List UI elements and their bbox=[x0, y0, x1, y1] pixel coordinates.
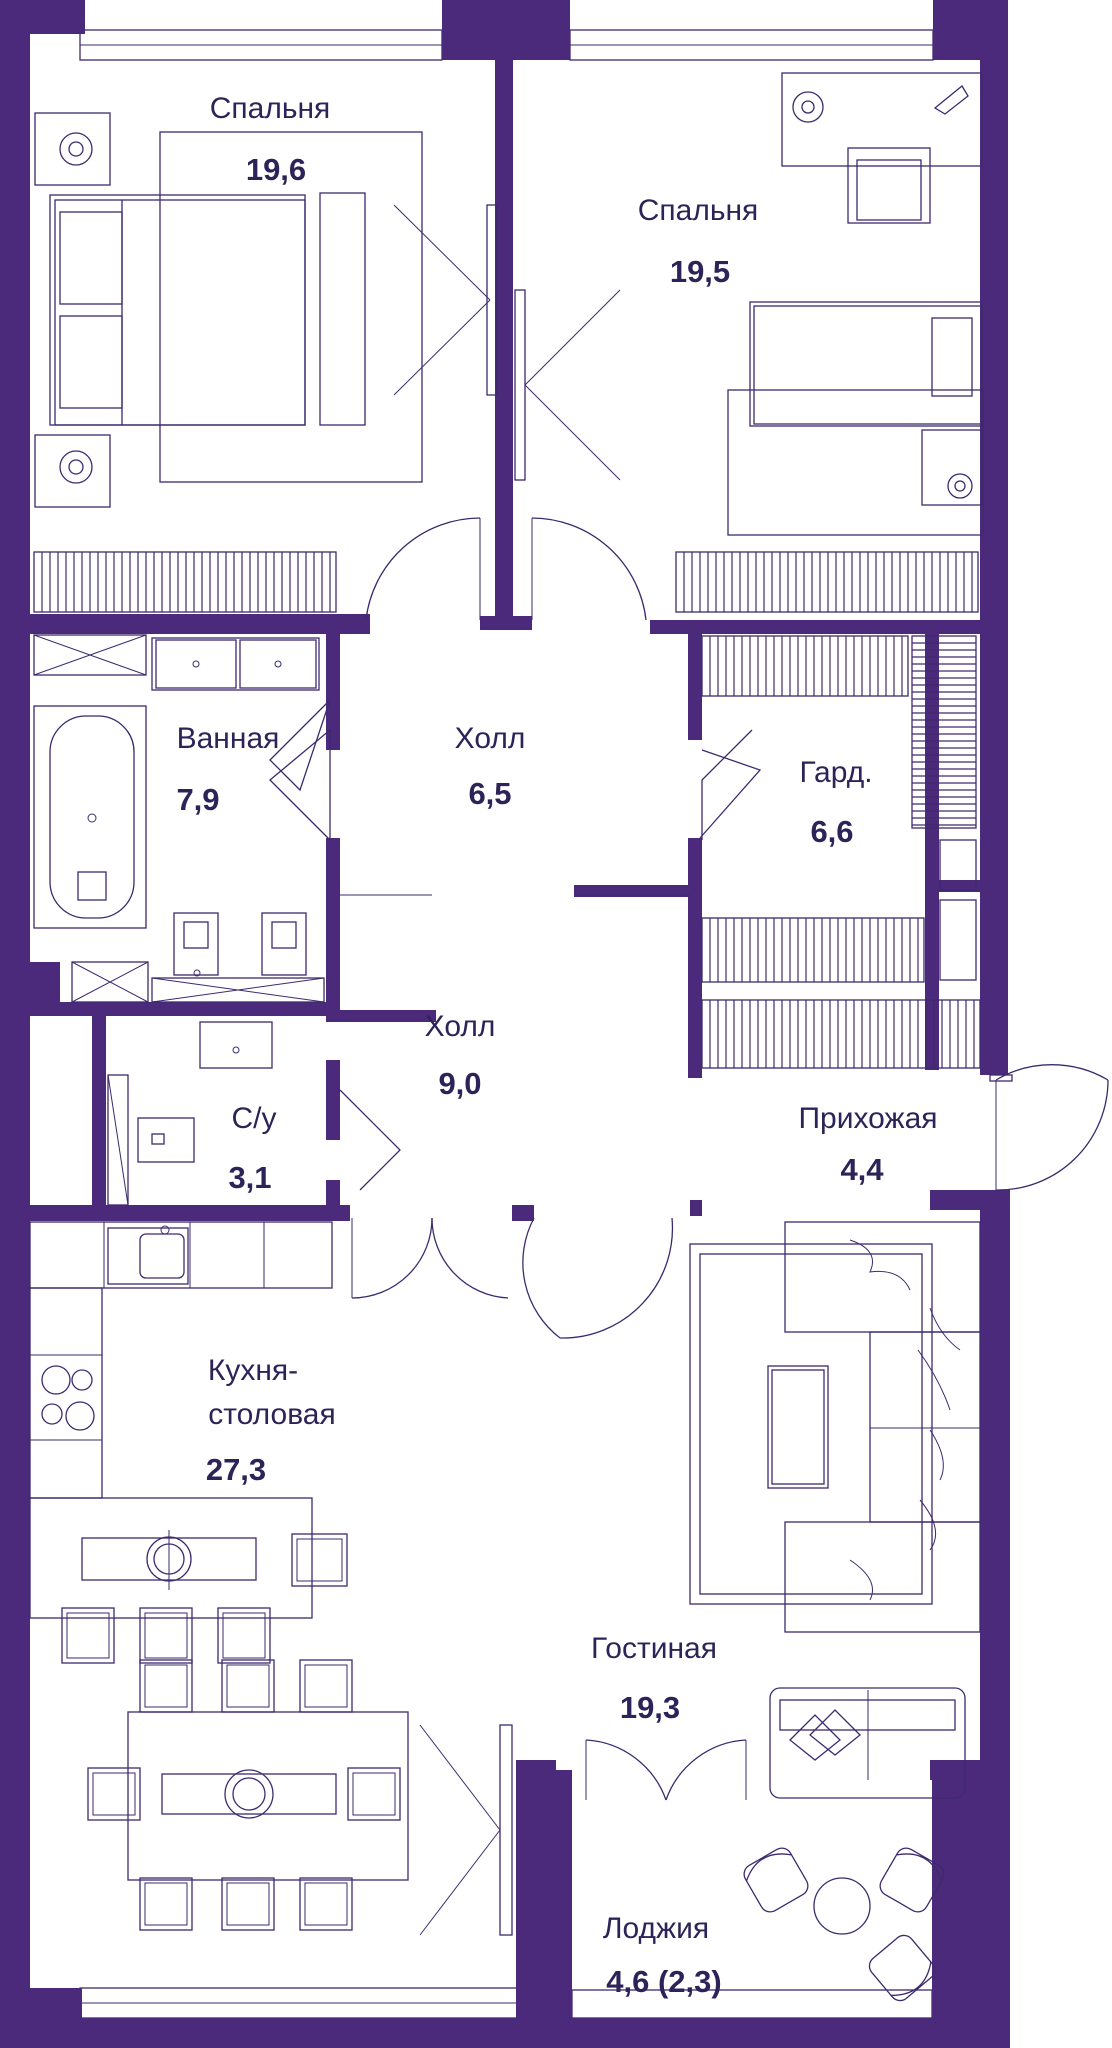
chair-icon bbox=[87, 1767, 141, 1821]
wc-partition bbox=[107, 1074, 129, 1206]
walls bbox=[0, 0, 1010, 2048]
chair-icon bbox=[217, 1607, 271, 1664]
chair-icon bbox=[221, 1877, 275, 1931]
hatch-box bbox=[675, 551, 979, 613]
room-label-bedroom-2: Спальня 19,5 bbox=[638, 194, 759, 289]
desk-icon bbox=[781, 72, 983, 224]
chair-icon bbox=[61, 1533, 401, 1931]
door-swing-icon bbox=[989, 1064, 1109, 1191]
room-area: 4,6 (2,3) bbox=[606, 1964, 721, 1999]
hatch-box bbox=[911, 635, 977, 829]
nightstand-icon bbox=[921, 429, 983, 506]
nightstand-icon bbox=[34, 112, 111, 508]
room-label-entrance: Прихожая 4,4 bbox=[798, 1102, 937, 1187]
door-swing-icon bbox=[393, 204, 621, 481]
room-label-hall-2: Холл 9,0 bbox=[425, 1010, 496, 1101]
door-swing-icon bbox=[419, 1724, 513, 1936]
toilet-icon bbox=[151, 912, 325, 1003]
chair-icon bbox=[139, 1877, 193, 1931]
room-name: Спальня bbox=[638, 194, 759, 227]
chair-icon bbox=[139, 1659, 193, 1713]
room-name: Лоджия bbox=[603, 1912, 709, 1945]
hatch-box bbox=[701, 999, 981, 1069]
room-area: 19,6 bbox=[246, 152, 306, 187]
bathtub-icon bbox=[33, 634, 149, 1003]
room-name: Прихожая bbox=[798, 1102, 937, 1135]
kitchen-sink-icon bbox=[107, 1225, 189, 1285]
chair-icon bbox=[291, 1533, 348, 1587]
sink-icon bbox=[199, 1021, 273, 1069]
sink-icon bbox=[151, 637, 320, 691]
hatch-box bbox=[701, 917, 925, 983]
room-area: 7,9 bbox=[176, 782, 219, 817]
room-label-bathroom: Ванная 7,9 bbox=[176, 722, 279, 817]
room-label-kitchen: Кухня- столовая 27,3 bbox=[206, 1354, 336, 1487]
room-name-line2: столовая bbox=[208, 1398, 336, 1431]
room-area: 19,5 bbox=[670, 254, 730, 289]
room-name: Гард. bbox=[799, 756, 872, 789]
room-name: Спальня bbox=[210, 92, 331, 125]
room-area: 27,3 bbox=[206, 1452, 266, 1487]
tv-table bbox=[767, 1365, 829, 1489]
room-area: 6,5 bbox=[468, 776, 511, 811]
stove-icon bbox=[41, 1365, 95, 1431]
room-area: 19,3 bbox=[620, 1690, 680, 1725]
room-label-wc: С/у 3,1 bbox=[228, 1102, 276, 1195]
hatch-box bbox=[701, 635, 909, 697]
room-area: 3,1 bbox=[228, 1160, 271, 1195]
room-area: 4,4 bbox=[840, 1152, 884, 1187]
room-area: 9,0 bbox=[438, 1066, 481, 1101]
shelf bbox=[939, 839, 977, 891]
chair-icon bbox=[139, 1607, 193, 1664]
door-swing-icon bbox=[585, 1739, 747, 1801]
door-swing-icon bbox=[269, 728, 753, 896]
chair-icon bbox=[221, 1659, 275, 1713]
chair-icon bbox=[299, 1877, 353, 1931]
sofa-icon bbox=[769, 1687, 966, 1799]
chair-icon bbox=[347, 1767, 401, 1821]
door-swing-icon bbox=[351, 1217, 674, 1339]
toilet-icon bbox=[137, 1117, 195, 1163]
door-swing-icon bbox=[699, 749, 762, 839]
room-label-bedroom-1: Спальня 19,6 bbox=[210, 92, 331, 187]
room-name: Холл bbox=[455, 722, 526, 755]
door-swing-icon bbox=[269, 699, 401, 1191]
sofa-icon bbox=[784, 1221, 981, 1633]
hatch-box bbox=[33, 551, 337, 613]
room-label-living: Гостиная 19,3 bbox=[591, 1632, 717, 1725]
shelf bbox=[939, 899, 977, 981]
room-label-wardrobe: Гард. 6,6 bbox=[799, 756, 872, 849]
room-label-hall-1: Холл 6,5 bbox=[455, 722, 526, 811]
chair-icon bbox=[299, 1659, 353, 1713]
room-name: С/у bbox=[232, 1102, 277, 1135]
room-name-line1: Кухня- bbox=[208, 1354, 298, 1387]
bed-icon bbox=[727, 301, 984, 536]
room-name: Холл bbox=[425, 1010, 496, 1043]
room-area: 6,6 bbox=[810, 814, 853, 849]
armchair-icon bbox=[743, 1847, 945, 2002]
bench-icon bbox=[319, 192, 366, 426]
room-label-loggia: Лоджия 4,6 (2,3) bbox=[603, 1912, 722, 1999]
radiator-icon bbox=[33, 551, 979, 613]
dining-table-icon bbox=[29, 1497, 409, 1881]
room-name: Ванная bbox=[177, 722, 280, 755]
rug bbox=[689, 1243, 933, 1605]
room-name: Гостиная bbox=[591, 1632, 717, 1665]
wardrobe-icon bbox=[701, 635, 981, 1069]
door-swing-icon bbox=[365, 517, 647, 621]
chair-icon bbox=[61, 1607, 115, 1664]
bed-icon bbox=[49, 131, 423, 483]
